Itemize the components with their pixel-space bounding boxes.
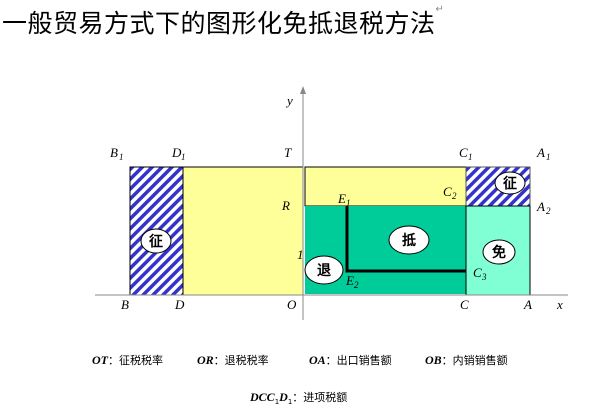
point-d: D bbox=[174, 297, 185, 312]
legend-or: OR：退税税率 bbox=[197, 353, 269, 367]
left-yellow-region bbox=[182, 166, 304, 296]
title-text: 一般贸易方式下的图形化免抵退税方法 bbox=[2, 9, 436, 38]
svg-text:1: 1 bbox=[546, 152, 551, 162]
x-axis-label: x bbox=[556, 297, 563, 312]
svg-text:1: 1 bbox=[181, 152, 186, 162]
svg-text:C: C bbox=[473, 265, 482, 280]
svg-text:D: D bbox=[171, 145, 182, 160]
e1-e2-c3-line bbox=[345, 206, 466, 273]
point-c: C bbox=[460, 297, 469, 312]
point-a: A bbox=[523, 297, 532, 312]
svg-text:抵: 抵 bbox=[402, 232, 416, 249]
svg-text:1: 1 bbox=[468, 152, 473, 162]
svg-text:征: 征 bbox=[149, 233, 163, 250]
svg-text:免: 免 bbox=[492, 244, 506, 261]
svg-text:2: 2 bbox=[354, 280, 359, 290]
di-label: 抵 bbox=[388, 225, 430, 255]
point-r: R bbox=[281, 198, 290, 213]
svg-text:2: 2 bbox=[452, 191, 457, 201]
svg-text:C: C bbox=[459, 145, 468, 160]
legend-ot: OT：征税税率 bbox=[92, 353, 163, 367]
y-axis-label: y bbox=[285, 93, 293, 108]
legend-oa: OA：出口销售额 bbox=[309, 353, 392, 367]
top-yellow-region bbox=[304, 166, 467, 207]
page-title: 一般贸易方式下的图形化免抵退税方法↵ bbox=[2, 4, 444, 40]
svg-text:征: 征 bbox=[503, 175, 517, 192]
svg-text:B: B bbox=[110, 145, 118, 160]
svg-text:A: A bbox=[536, 145, 545, 160]
legend-ob: OB：内销销售额 bbox=[425, 353, 508, 367]
svg-text:退: 退 bbox=[317, 263, 331, 279]
point-one: 1 bbox=[297, 247, 304, 262]
svg-text:2: 2 bbox=[546, 206, 551, 216]
tui-label: 退 bbox=[304, 255, 344, 285]
svg-text:C: C bbox=[443, 184, 452, 199]
point-t: T bbox=[284, 145, 292, 160]
zheng-label-right: 征 bbox=[494, 171, 526, 195]
zheng-label-left: 征 bbox=[140, 228, 172, 254]
y-axis-arrow bbox=[300, 86, 306, 94]
point-b: B bbox=[121, 297, 129, 312]
svg-text:1: 1 bbox=[119, 152, 124, 162]
legend-dcc1d1: DCC1D1：进项税额 bbox=[250, 390, 348, 407]
svg-text:A: A bbox=[536, 199, 545, 214]
svg-text:E: E bbox=[345, 273, 354, 288]
return-mark: ↵ bbox=[435, 4, 445, 15]
mian-label: 免 bbox=[482, 239, 516, 265]
point-o: O bbox=[287, 297, 297, 312]
svg-text:1: 1 bbox=[346, 198, 351, 208]
svg-text:E: E bbox=[337, 191, 346, 206]
svg-text:3: 3 bbox=[481, 272, 487, 282]
